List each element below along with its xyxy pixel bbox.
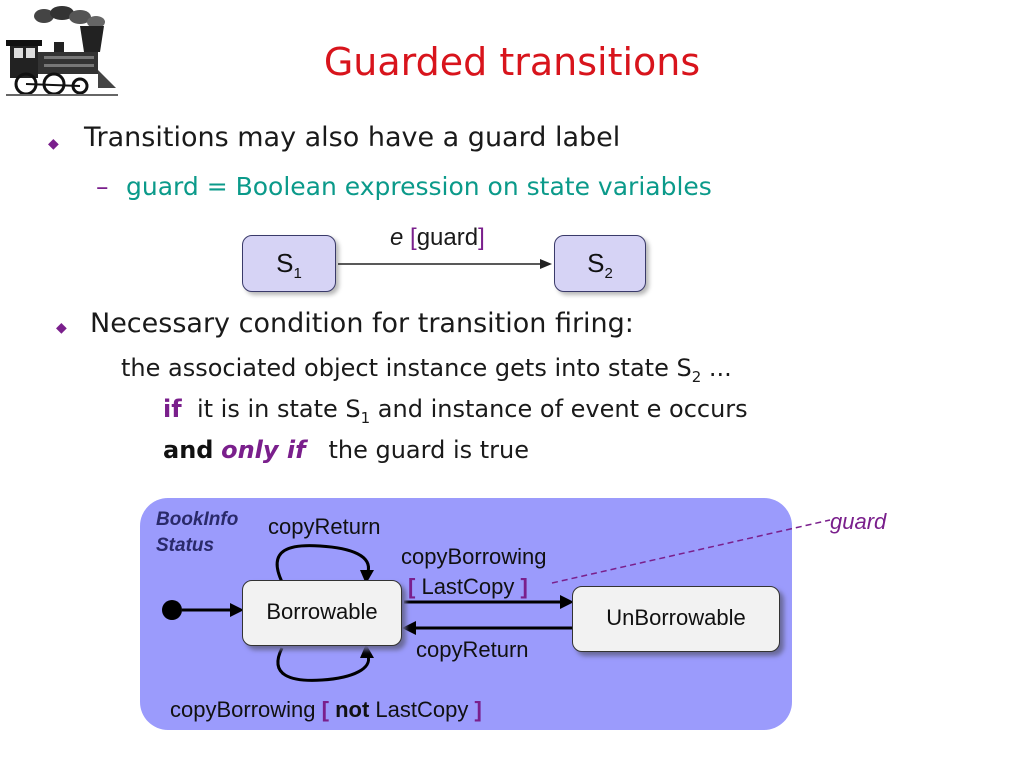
machine-name-line-1: BookInfo xyxy=(156,509,239,530)
diamond-bullet-icon: ◆ xyxy=(48,136,59,152)
guard-text: guard xyxy=(416,224,479,251)
self-loop-bottom-close: ] xyxy=(474,697,482,722)
condition-line-1-post: ... xyxy=(701,354,732,382)
condition-line-3-post: the guard is true xyxy=(328,436,529,464)
back-transition-label: copyReturn xyxy=(416,637,529,662)
diamond-bullet-icon: ◆ xyxy=(56,320,67,336)
state-borrowable: Borrowable xyxy=(242,580,402,646)
guard-callout: guard xyxy=(830,509,887,534)
state-s1-main: S xyxy=(276,248,294,278)
state-s1: S1 xyxy=(242,235,336,292)
condition-line-2-pre: it is in state S xyxy=(196,395,361,423)
and-keyword: and xyxy=(163,436,214,464)
forward-guard-text: LastCopy xyxy=(421,574,515,599)
self-loop-bottom-guard: LastCopy xyxy=(375,697,469,722)
condition-line-2-post: and instance of event e occurs xyxy=(370,395,748,423)
state-s1-sub: 1 xyxy=(293,265,302,283)
locomotive-icon xyxy=(6,6,118,96)
self-loop-bottom-event: copyBorrowing xyxy=(170,697,316,722)
bullet-1-text: Transitions may also have a guard label xyxy=(84,122,621,153)
state-s2-main: S xyxy=(587,248,605,278)
if-keyword: if xyxy=(163,395,182,423)
self-loop-bottom-open: [ xyxy=(321,697,329,722)
condition-line-2: if it is in state S1 and instance of eve… xyxy=(163,395,748,427)
machine-name-line-2: Status xyxy=(156,535,215,556)
sub-dash: – xyxy=(96,172,109,201)
condition-line-1-sub: 2 xyxy=(691,367,702,386)
guard-bracket-open: [ xyxy=(410,224,417,251)
state-unborrowable-label: UnBorrowable xyxy=(606,605,746,630)
self-loop-top-label: copyReturn xyxy=(268,514,381,539)
sub-item-text: guard = Boolean expression on state vari… xyxy=(126,172,712,201)
state-borrowable-label: Borrowable xyxy=(266,599,378,624)
only-if-keyword: only if xyxy=(221,436,306,464)
machine-name: BookInfo Status xyxy=(156,507,276,559)
condition-line-2-sub: 1 xyxy=(360,408,371,427)
bullet-2-text: Necessary condition for transition firin… xyxy=(90,308,634,339)
locomotive-logo xyxy=(4,4,120,98)
condition-line-1-pre: the associated object instance gets into… xyxy=(121,354,692,382)
forward-event-label: copyBorrowing xyxy=(401,544,547,569)
page-title: Guarded transitions xyxy=(323,40,701,84)
condition-line-1: the associated object instance gets into… xyxy=(121,354,732,386)
condition-line-3: and only if the guard is true xyxy=(163,436,529,464)
forward-guard-close: ] xyxy=(520,574,528,599)
small-transition-label: e [guard] xyxy=(390,224,485,252)
guard-bracket-close: ] xyxy=(478,224,485,251)
forward-guard-label: [ LastCopy ] xyxy=(408,574,528,600)
self-loop-bottom-not: not xyxy=(335,697,370,722)
forward-guard-open: [ xyxy=(408,574,416,599)
event-label: e xyxy=(390,224,404,251)
state-s2: S2 xyxy=(554,235,646,292)
state-s2-sub: 2 xyxy=(604,265,613,283)
initial-state-dot xyxy=(162,600,182,620)
state-unborrowable: UnBorrowable xyxy=(572,586,780,652)
self-loop-bottom-label: copyBorrowing [ not LastCopy ] xyxy=(170,697,482,723)
